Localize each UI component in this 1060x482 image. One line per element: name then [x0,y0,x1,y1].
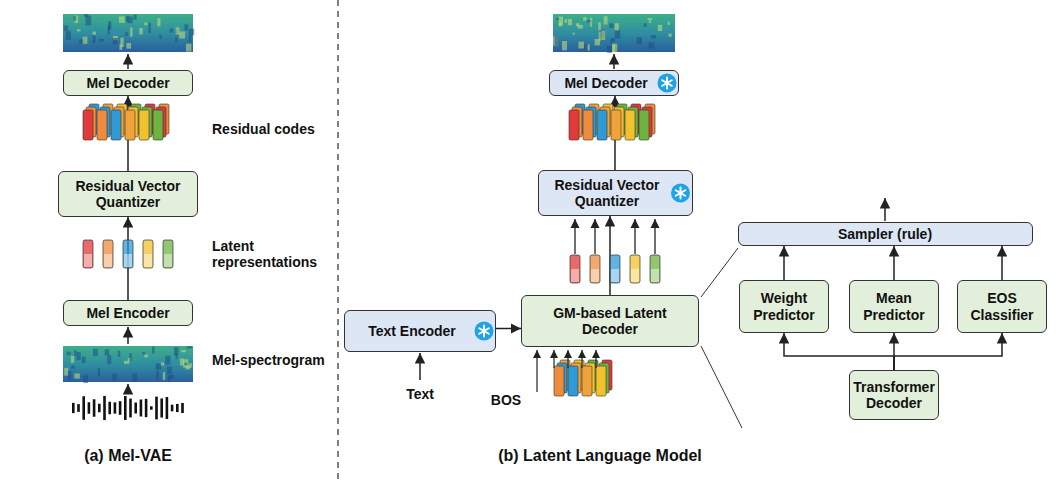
zoom-line [701,248,738,297]
panel-divider [337,0,339,482]
illustration-label: Latent representations [212,238,337,270]
flow-arrow [581,350,582,368]
flow-arrow [634,219,635,254]
box-label: Mean Predictor [856,290,932,322]
flow-arrow [574,219,575,254]
flow-connector [1001,246,1003,280]
panel-caption: (a) Mel-VAE [84,447,172,465]
module-box: GM-based Latent Decoder [521,295,699,347]
flow-connector [893,246,895,280]
module-box: Mel Encoder [63,300,193,326]
module-box: Mel Decoder [63,70,193,96]
flow-arrow [536,350,537,392]
flow-connector [894,333,1002,370]
asterisk-badge [475,322,494,341]
box-label: Mel Decoder [564,75,647,91]
flow-arrow [127,384,129,393]
box-label: Residual Vector Quantizer [547,177,668,209]
residual-codes [83,104,169,140]
illustration-label: Residual codes [212,121,342,137]
flow-arrow [613,54,615,69]
box-label: EOS Classifier [964,290,1040,322]
panel-caption: (b) Latent Language Model [498,447,702,465]
waveform [72,396,184,420]
box-label: Residual Vector Quantizer [65,178,191,210]
module-box: Weight Predictor [739,280,829,333]
flow-arrow [127,327,129,344]
box-label: Mel Encoder [86,305,169,321]
flow-connector [784,333,894,370]
trainable-module-box: Residual Vector Quantizer [538,170,693,216]
flow-arrow [127,54,129,69]
flow-connector [496,328,521,330]
flow-arrow [884,198,886,221]
box-label: Sampler (rule) [838,226,932,242]
box-label: GM-based Latent Decoder [528,305,692,337]
module-box: Sampler (rule) [738,222,1033,246]
box-label: Transformer Decoder [853,379,935,411]
box-label: Text Encoder [368,323,456,339]
flow-arrow [419,353,421,380]
input-label: Text [406,386,434,402]
latent-vectors [83,240,173,268]
flow-arrow [567,350,568,368]
box-label: Mel Decoder [86,75,169,91]
flow-connector [783,246,785,280]
token-label: BOS [491,392,521,408]
module-box: Mean Predictor [849,280,939,333]
spectrogram-image [63,346,193,383]
box-label: Weight Predictor [746,290,822,322]
trainable-module-box: Mel Decoder [549,70,679,96]
module-box: Transformer Decoder [849,370,939,420]
flow-arrow [553,350,554,368]
spectrogram-image [63,14,194,52]
residual-codes [554,360,612,396]
illustration-label: Mel-spectrogram [212,352,337,368]
spectrogram-image [553,14,675,53]
residual-codes [569,104,655,140]
flow-arrow [594,219,595,254]
latent-vectors [570,255,660,283]
zoom-line [701,346,742,428]
module-box: EOS Classifier [957,280,1047,333]
flow-arrow [595,350,596,368]
trainable-module-box: Text Encoder [344,310,496,352]
flow-arrow [654,219,655,254]
asterisk-badge [658,74,677,93]
asterisk-badge [671,184,690,203]
module-box: Residual Vector Quantizer [58,171,198,217]
